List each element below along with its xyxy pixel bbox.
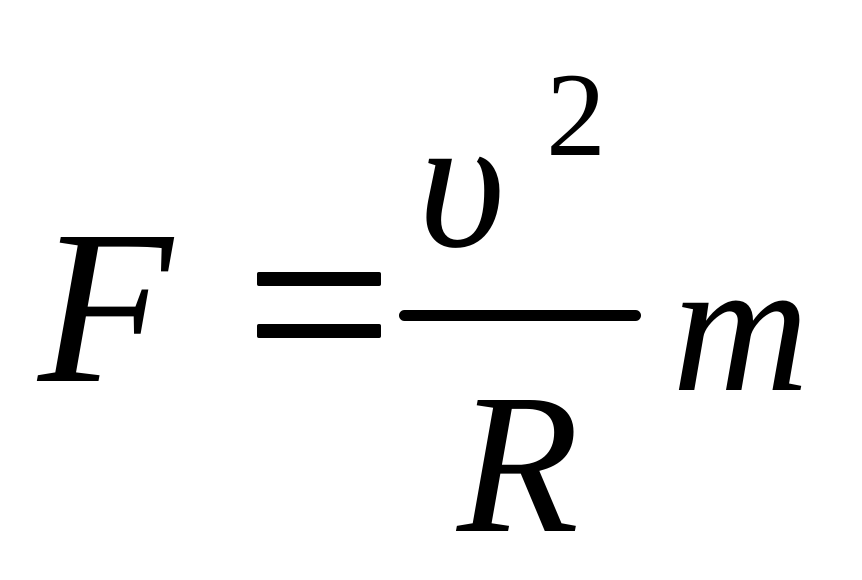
equals-bottom-bar (257, 324, 381, 338)
force-symbol: F (38, 185, 173, 429)
equals-sign (257, 272, 381, 340)
velocity-symbol: υ (418, 78, 506, 288)
fraction-bar (399, 310, 641, 321)
mass-symbol: m (672, 222, 810, 432)
equals-top-bar (257, 272, 381, 286)
radius-symbol: R (457, 354, 580, 575)
velocity-exponent: 2 (546, 48, 606, 181)
